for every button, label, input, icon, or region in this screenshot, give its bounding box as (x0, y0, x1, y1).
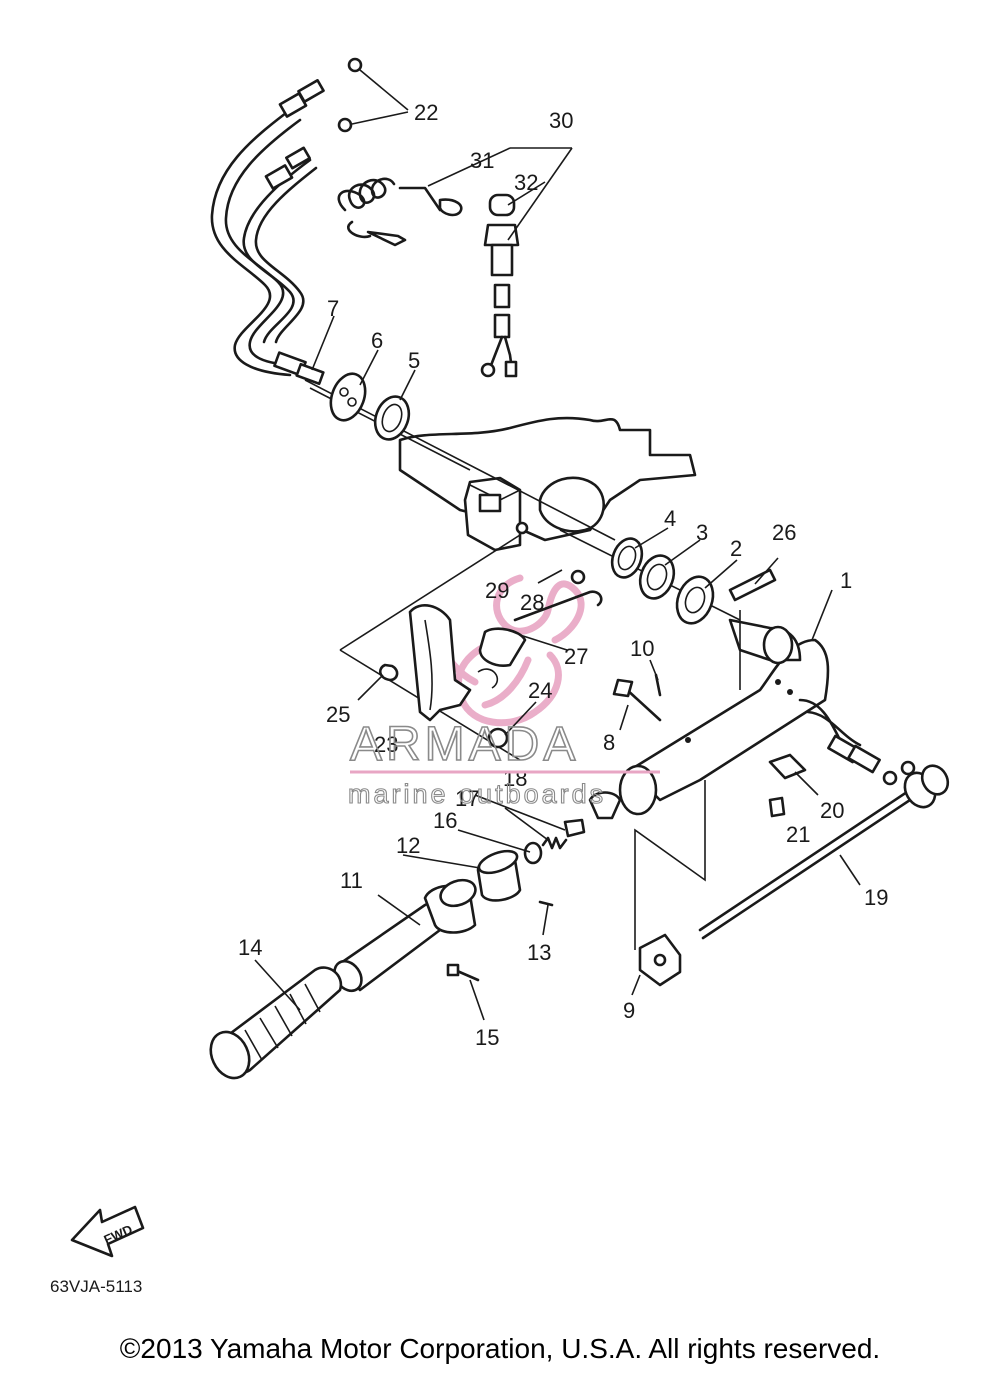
part-11-throttle-grip (333, 878, 477, 993)
part-4-ring (610, 537, 644, 579)
part-24-bushing (487, 727, 509, 749)
callout-27: 27 (564, 644, 588, 669)
callout-10: 10 (630, 636, 654, 661)
callout-18: 18 (503, 766, 527, 791)
callout-21: 21 (786, 822, 810, 847)
part-27-bracket (477, 627, 527, 689)
callout-26: 26 (772, 520, 796, 545)
callout-20: 20 (820, 798, 844, 823)
callout-17: 17 (455, 786, 479, 811)
callout-19: 19 (864, 885, 888, 910)
callout-8: 8 (603, 730, 615, 755)
callout-7: 7 (327, 296, 339, 321)
callout-32: 32 (514, 170, 538, 195)
callout-16: 16 (433, 808, 457, 833)
part-2-ring (675, 575, 715, 625)
callout-28: 28 (520, 590, 544, 615)
part-28-pin (513, 569, 603, 622)
watermark-tagline: marine outboards (348, 779, 606, 809)
callout-4: 4 (664, 506, 676, 531)
callout-13: 13 (527, 940, 551, 965)
watermark-brand: ARMADA (350, 718, 579, 771)
part-9-bracket (638, 933, 682, 987)
callout-22: 22 (414, 100, 438, 125)
callout-9: 9 (623, 998, 635, 1023)
callout-12: 12 (396, 833, 420, 858)
part-5-ring (373, 395, 411, 441)
callout-15: 15 (475, 1025, 499, 1050)
part-12-sleeve (476, 849, 522, 902)
part-23-lever (408, 604, 472, 722)
fwd-arrow: FWD (70, 1205, 145, 1258)
part-15-screw (446, 963, 480, 982)
stop-switch-assembly (337, 147, 573, 378)
callout-labels: 1 2 3 4 5 6 7 8 9 10 11 12 13 14 15 16 1… (238, 100, 888, 1050)
part-25-clip (379, 663, 399, 682)
callout-2: 2 (730, 536, 742, 561)
callout-1: 1 (840, 568, 852, 593)
dashed-alignment-lines (634, 610, 741, 950)
callout-30: 30 (549, 108, 573, 133)
part-29-clip (537, 569, 563, 584)
callout-3: 3 (696, 520, 708, 545)
diagram-code: 63VJA-5113 (50, 1277, 142, 1296)
part-7-bolt (295, 362, 325, 386)
part-18-screw (474, 794, 586, 838)
callout-24: 24 (528, 678, 552, 703)
callout-23: 23 (374, 732, 398, 757)
callout-6: 6 (371, 328, 383, 353)
part-26-tape (728, 568, 777, 602)
callout-25: 25 (326, 702, 350, 727)
callout-31: 31 (470, 148, 494, 173)
part-6-plate (329, 372, 367, 422)
part-21-bolt (768, 796, 786, 818)
part-19-rod (698, 764, 950, 940)
callout-leader-lines (254, 181, 861, 1021)
watermark: ARMADA marine outboards (347, 717, 660, 810)
part-3-ring (638, 554, 676, 600)
part-20-plate (768, 753, 807, 780)
callout-5: 5 (408, 348, 420, 373)
callout-11: 11 (340, 868, 363, 893)
part-16-washer (523, 841, 543, 865)
part-13-screw (538, 900, 554, 907)
part-1-steering-handle (588, 618, 916, 820)
part-14-grip-cover (209, 966, 343, 1080)
steering-bracket (398, 416, 697, 552)
callout-14: 14 (238, 935, 262, 960)
copyright-notice: ©2013 Yamaha Motor Corporation, U.S.A. A… (119, 1333, 881, 1364)
callout-29: 29 (485, 578, 509, 603)
part-8-bolt (612, 678, 662, 722)
